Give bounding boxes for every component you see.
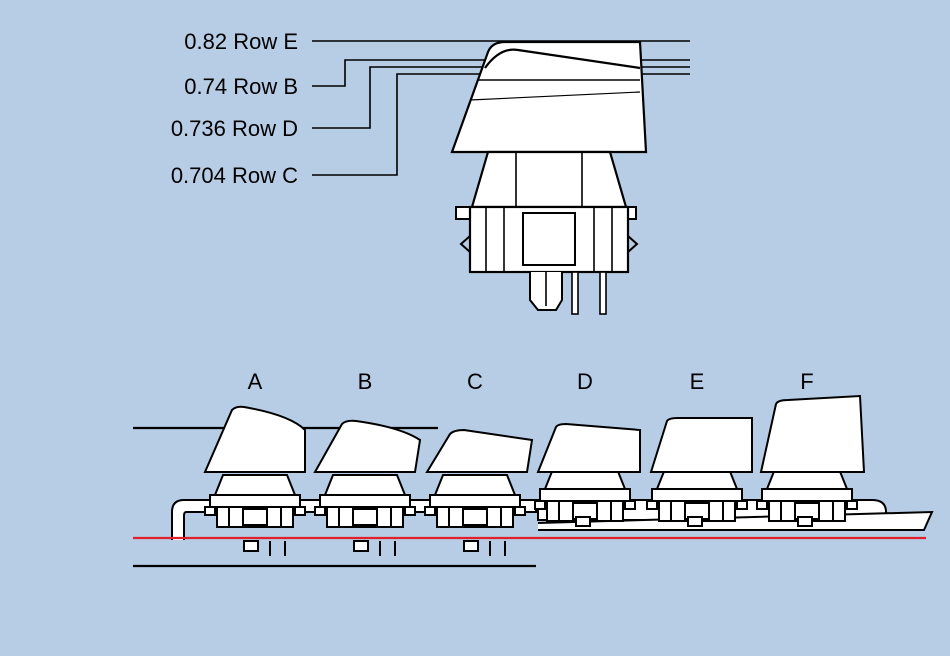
keycap-c [425,428,534,473]
keycap-f [759,394,866,473]
column-label-c: C [467,369,483,394]
height-label-row-d: 0.736 Row D [171,116,298,141]
column-label-b: B [358,369,373,394]
height-label-row-b: 0.74 Row B [184,74,298,99]
column-label-e: E [690,369,705,394]
height-label-row-e: 0.82 Row E [184,29,298,54]
height-label-row-c: 0.704 Row C [171,163,298,188]
keycap-b [313,419,422,473]
column-label-d: D [577,369,593,394]
keycap-e [649,417,753,473]
keyboard-row-comparison [133,394,934,568]
keycap-a [203,405,306,473]
column-label-f: F [800,369,813,394]
column-label-a: A [248,369,263,394]
keycap-d [536,422,641,473]
main-keycap-profile [312,40,690,315]
